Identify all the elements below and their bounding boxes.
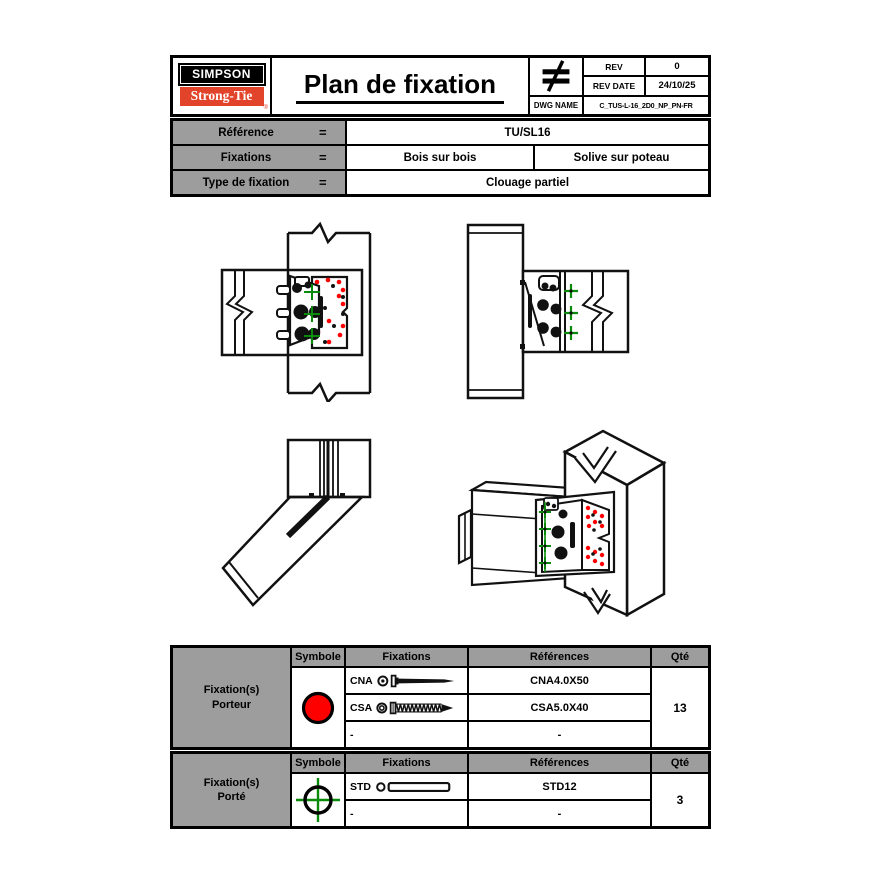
simpson-strongtie-logo: SIMPSON Strong-Tie ® xyxy=(173,58,270,114)
fixations-label-cell: Fixations = xyxy=(173,146,345,169)
dwg-name-label: DWG NAME xyxy=(530,96,582,114)
type-fixation-label-cell: Type de fixation = xyxy=(173,171,345,194)
rev-label: REV xyxy=(584,58,644,76)
header-qty: Qté xyxy=(652,754,708,772)
dwg-name-value: C_TUS-L-16_2D0_NP_PN-FR xyxy=(584,96,708,114)
header-symbole: Symbole xyxy=(292,648,344,666)
csa-screw-icon xyxy=(376,701,454,714)
type-fixation-value: Clouage partiel xyxy=(347,171,708,194)
fixation-row-std: STD xyxy=(346,774,467,799)
header-symbole: Symbole xyxy=(292,754,344,772)
logo-black-box: SIMPSON xyxy=(177,62,266,86)
header-references: Références xyxy=(469,754,650,772)
view-isometric xyxy=(457,429,667,618)
fixation-row-csa: CSA xyxy=(346,695,467,720)
equals-sign: = xyxy=(319,175,327,190)
rev-value: 0 xyxy=(646,58,708,76)
registered-mark: ® xyxy=(263,104,268,111)
logo-strongtie-text: Strong-Tie xyxy=(179,86,264,106)
fixation-row-empty: - xyxy=(346,722,467,747)
view-side xyxy=(466,223,630,400)
fixations-value-right: Solive sur poteau xyxy=(535,146,708,169)
reference-row: Référence = TU/SL16 xyxy=(173,121,708,144)
revision-block: REV 0 REV DATE 24/10/25 DWG NAME C_TUS-L… xyxy=(530,58,708,114)
fixations-row: Fixations = Bois sur bois Solive sur pot… xyxy=(173,146,708,169)
type-fixation-row: Type de fixation = Clouage partiel xyxy=(173,171,708,194)
rev-date-value: 24/10/25 xyxy=(646,77,708,95)
porte-symbol xyxy=(292,774,344,826)
reference-cna: CNA4.0X50 xyxy=(469,668,650,693)
equals-sign: = xyxy=(319,125,327,140)
reference-std: STD12 xyxy=(469,774,650,799)
view-top xyxy=(221,438,372,607)
porteur-symbol xyxy=(292,668,344,747)
fixations-value-left: Bois sur bois xyxy=(347,146,533,169)
std-dowel-icon xyxy=(376,781,451,792)
fixation-row-empty: - xyxy=(346,801,467,826)
porte-group-label: Fixation(s) Porté xyxy=(173,754,290,826)
not-equal-symbol-icon xyxy=(530,58,582,95)
reference-empty: - xyxy=(469,801,650,826)
fixation-row-cna: CNA xyxy=(346,668,467,693)
green-crosshair-circle-icon xyxy=(296,778,340,822)
page-title: Plan de fixation xyxy=(272,58,528,114)
porteur-fastener-table: Fixation(s) Porteur Symbole Fixations Ré… xyxy=(170,645,711,750)
reference-csa: CSA5.0X40 xyxy=(469,695,650,720)
header-qty: Qté xyxy=(652,648,708,666)
rev-date-label: REV DATE xyxy=(584,77,644,95)
porte-fastener-table: Fixation(s) Porté Symbole Fixations Réfé… xyxy=(170,751,711,829)
reference-table: Référence = TU/SL16 Fixations = Bois sur… xyxy=(170,118,711,197)
view-face xyxy=(220,222,372,402)
header-references: Références xyxy=(469,648,650,666)
porteur-group-label: Fixation(s) Porteur xyxy=(173,648,290,747)
reference-label-cell: Référence = xyxy=(173,121,345,144)
red-circle-symbol-icon xyxy=(301,691,335,724)
logo-simpson-text: SIMPSON xyxy=(179,64,264,84)
cna-nail-icon xyxy=(377,674,454,687)
reference-value: TU/SL16 xyxy=(347,121,708,144)
reference-empty: - xyxy=(469,722,650,747)
header-fixations: Fixations xyxy=(346,754,467,772)
porte-qty: 3 xyxy=(652,774,708,826)
title-block: SIMPSON Strong-Tie ® Plan de fixation RE… xyxy=(170,55,711,117)
porteur-qty: 13 xyxy=(652,668,708,747)
header-fixations: Fixations xyxy=(346,648,467,666)
equals-sign: = xyxy=(319,150,327,165)
